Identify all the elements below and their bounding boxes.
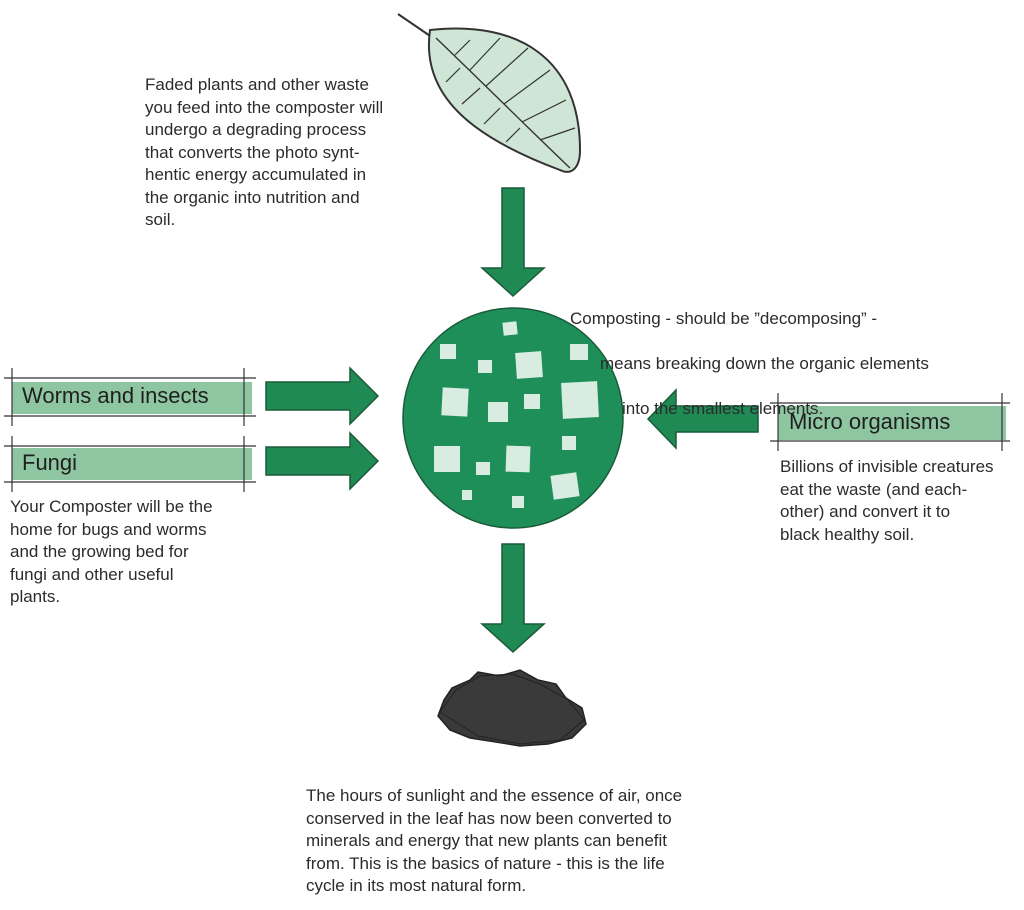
composting-line-1: Composting - should be ”decomposing” - <box>570 308 878 328</box>
arrow-down-bottom <box>480 543 546 654</box>
arrow-down-top <box>480 187 546 298</box>
composting-line-3: into the smallest elements. <box>622 398 824 418</box>
arrow-right-worms <box>265 366 380 426</box>
arrow-right-fungi <box>265 431 380 491</box>
label-band-worms <box>4 368 256 426</box>
microbes-description: Billions of invisible creatures eat the … <box>780 457 994 544</box>
composting-definition: Composting - should be ”decomposing” - m… <box>570 285 990 443</box>
arrow-left-micro <box>646 388 759 450</box>
micro-organisms-label: Micro organisms <box>789 409 951 434</box>
worms-and-insects-label: Worms and insects <box>22 383 209 408</box>
fungi-label: Fungi <box>22 450 78 475</box>
composter-home-description: Your Composter will be the home for bugs… <box>10 497 213 606</box>
label-band-fungi <box>4 436 256 492</box>
label-band-micro <box>770 393 1010 451</box>
composting-line-2: means breaking down the organic elements <box>600 353 929 373</box>
soil-description: The hours of sunlight and the essence of… <box>306 786 683 895</box>
leaf-description: Faded plants and other waste you feed in… <box>145 75 384 229</box>
soil-lump-icon <box>437 669 587 747</box>
compost-ball-icon <box>402 307 624 529</box>
leaf-icon <box>397 13 582 173</box>
